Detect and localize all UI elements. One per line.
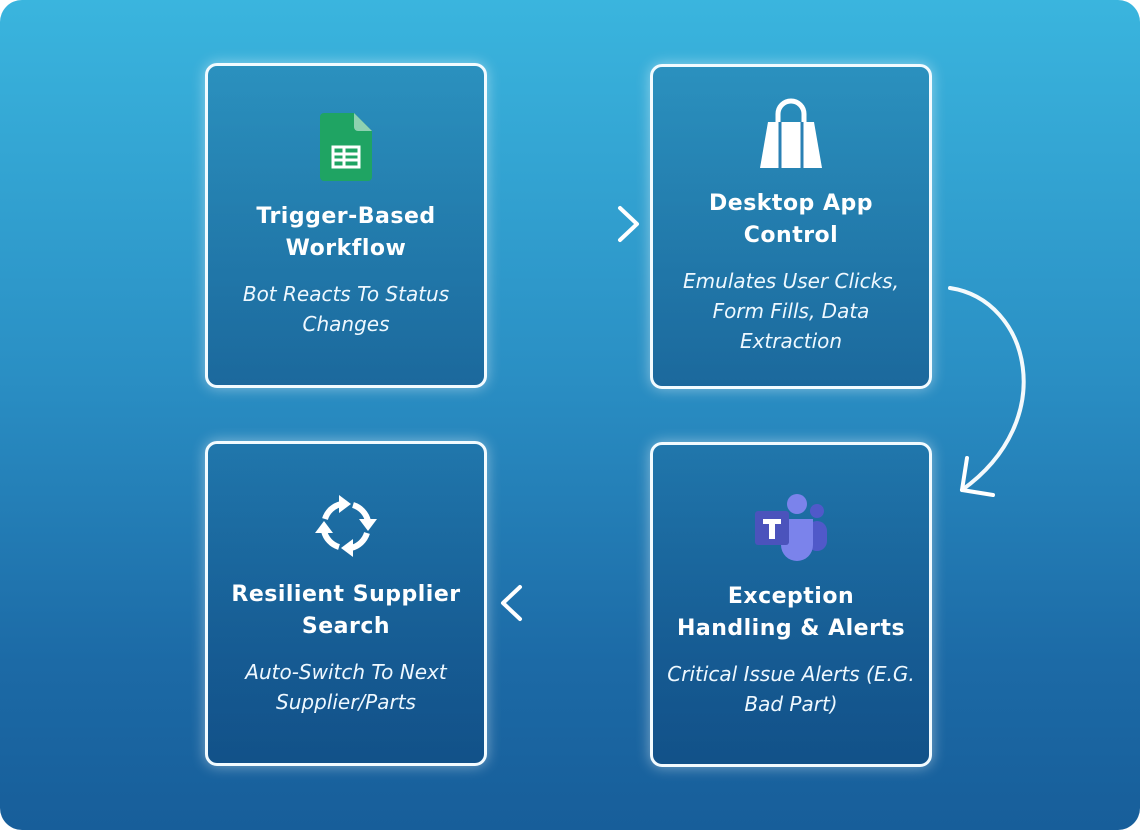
step-card-exception-handling: Exception Handling & Alerts Critical Iss… xyxy=(650,442,932,767)
microsoft-teams-icon xyxy=(751,491,831,567)
step-title: Exception Handling & Alerts xyxy=(676,583,906,641)
step-description: Auto-Switch To Next Supplier/Parts xyxy=(245,659,447,714)
google-sheets-icon xyxy=(320,112,372,187)
arrow-right xyxy=(508,206,639,242)
arrow-curved-down xyxy=(948,286,1026,497)
shopping-bag-icon xyxy=(756,98,826,174)
step-description: Bot Reacts To Status Changes xyxy=(242,281,450,336)
step-title: Desktop App Control xyxy=(709,190,873,248)
step-card-trigger-workflow: Trigger-Based Workflow Bot Reacts To Sta… xyxy=(205,63,487,388)
step-title: Trigger-Based Workflow xyxy=(256,203,436,261)
step-description: Emulates User Clicks, Form Fills, Data E… xyxy=(683,268,899,353)
arrow-left xyxy=(501,585,632,621)
refresh-cycle-icon xyxy=(311,491,381,565)
step-card-resilient-supplier-search: Resilient Supplier Search Auto-Switch To… xyxy=(205,441,487,766)
step-title: Resilient Supplier Search xyxy=(231,581,461,639)
step-description: Critical Issue Alerts (E.G. Bad Part) xyxy=(667,661,915,716)
step-card-desktop-app-control: Desktop App Control Emulates User Clicks… xyxy=(650,64,932,389)
